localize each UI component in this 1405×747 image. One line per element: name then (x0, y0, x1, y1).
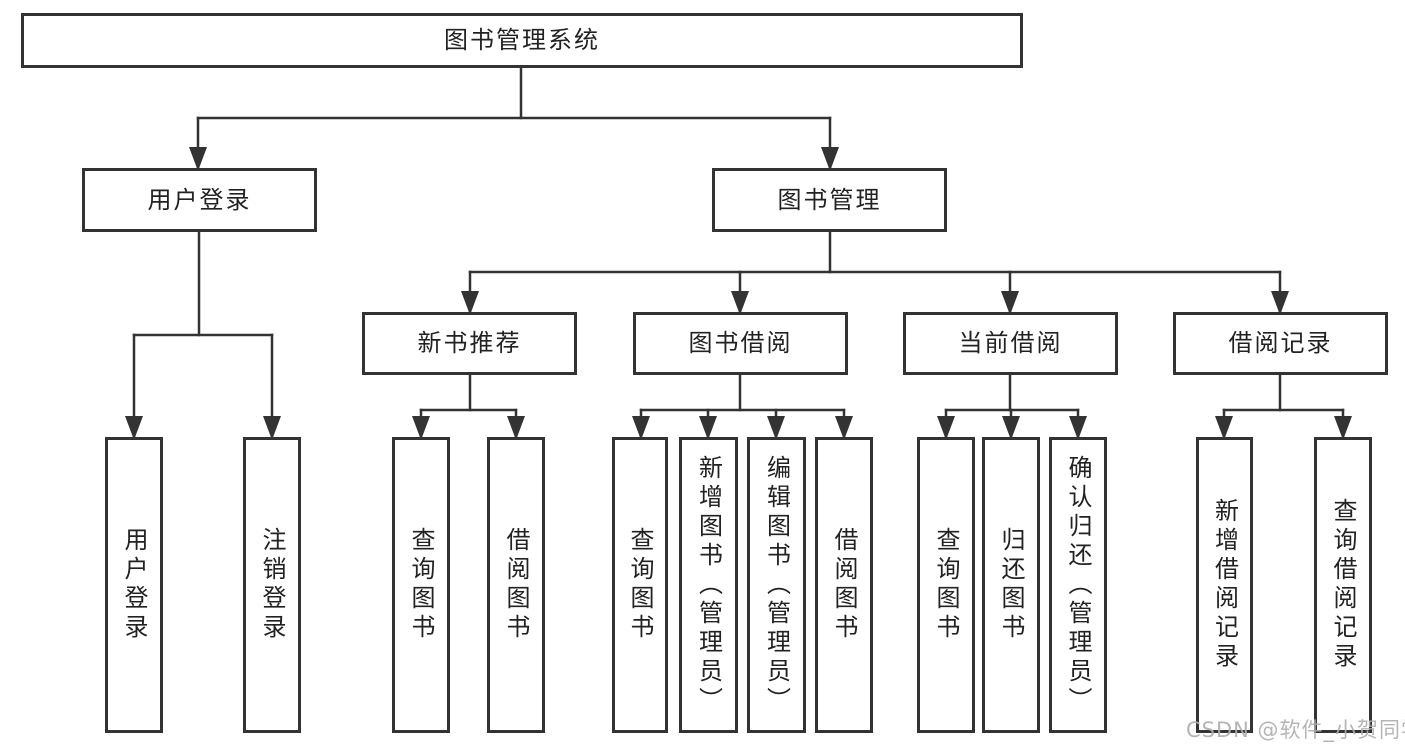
node-new-book-recommendation: 新书推荐 (362, 312, 577, 375)
leaf-borrow-query-books: 查询图书 (612, 437, 668, 733)
leaf-current-query-books: 查询图书 (917, 437, 975, 733)
leaf-recommend-borrow-books: 借阅图书 (487, 437, 545, 733)
node-book-borrowing: 图书借阅 (633, 312, 848, 375)
leaf-logout-login: 注销登录 (243, 437, 301, 733)
leaf-current-return-books: 归还图书 (982, 437, 1040, 733)
leaf-recommend-query-books: 查询图书 (392, 437, 450, 733)
node-current-borrowing: 当前借阅 (903, 312, 1118, 375)
leaf-current-confirm-return-admin: 确认归还（管理员） (1049, 437, 1107, 733)
leaf-records-query-borrow-record: 查询借阅记录 (1314, 437, 1372, 733)
node-system-root: 图书管理系统 (21, 13, 1023, 68)
leaf-borrow-add-books-admin: 新增图书（管理员） (679, 437, 738, 733)
leaf-records-add-borrow-record: 新增借阅记录 (1196, 437, 1253, 733)
node-borrowing-records: 借阅记录 (1173, 312, 1388, 375)
watermark: CSDN @软件_小贺同学 (1186, 718, 1405, 742)
leaf-user-login: 用户登录 (105, 437, 163, 733)
leaf-borrow-edit-books-admin: 编辑图书（管理员） (747, 437, 806, 733)
node-book-management: 图书管理 (712, 168, 947, 232)
node-user-login: 用户登录 (82, 168, 317, 232)
leaf-borrow-borrow-books: 借阅图书 (815, 437, 873, 733)
